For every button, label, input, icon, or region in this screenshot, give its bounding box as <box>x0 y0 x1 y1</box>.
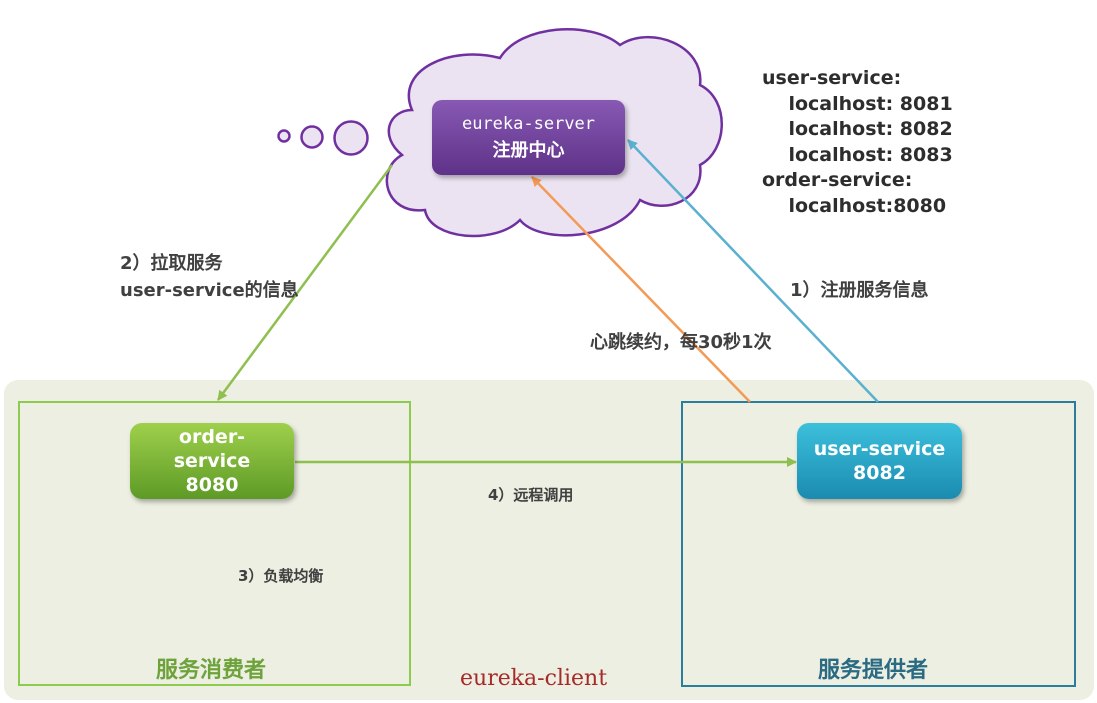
order-node-line2: service <box>173 450 251 472</box>
provider-region-label: 服务提供者 <box>818 658 929 683</box>
registry-line: localhost: 8083 <box>762 143 953 166</box>
registry-line: order-service: <box>762 169 913 191</box>
order-node-line3: 8080 <box>185 474 239 496</box>
eureka-client-label: eureka-client <box>460 666 608 691</box>
heartbeat-label: 心跳续约，每30秒1次 <box>590 332 772 353</box>
registry-line: user-service: <box>762 67 902 89</box>
pull-label-line2: user-service的信息 <box>120 280 299 301</box>
registry-info: user-service: localhost: 8081 localhost:… <box>762 66 953 219</box>
remote-call-label: 4）远程调用 <box>488 486 574 504</box>
register-label: 1）注册服务信息 <box>790 280 929 301</box>
order-node-line1: order- <box>178 426 246 448</box>
pull-label: 2）拉取服务 user-service的信息 <box>120 250 299 304</box>
user-node-line1: user-service <box>813 438 946 460</box>
order-service-node[interactable]: order- service 8080 <box>130 423 294 499</box>
server-title: eureka-server <box>461 113 596 134</box>
consumer-region <box>18 401 411 686</box>
user-service-node[interactable]: user-service 8082 <box>797 423 962 499</box>
load-balance-label: 3）负载均衡 <box>238 567 324 585</box>
thought-bubble-medium <box>300 125 324 149</box>
server-subtitle: 注册中心 <box>492 139 565 161</box>
registry-line: localhost: 8081 <box>762 92 953 115</box>
pull-arrow <box>216 164 394 401</box>
register-arrow <box>627 139 879 403</box>
provider-region <box>681 401 1076 687</box>
thought-bubble-small <box>277 129 291 143</box>
consumer-region-label: 服务消费者 <box>156 658 267 683</box>
user-node-line2: 8082 <box>853 462 906 484</box>
registry-line: localhost:8080 <box>762 194 947 217</box>
heartbeat-arrow <box>531 176 751 403</box>
registry-line: localhost: 8082 <box>762 118 953 140</box>
eureka-server-node[interactable]: eureka-server 注册中心 <box>432 100 625 175</box>
thought-bubble-large <box>333 120 369 156</box>
pull-label-line1: 2）拉取服务 <box>120 253 223 274</box>
